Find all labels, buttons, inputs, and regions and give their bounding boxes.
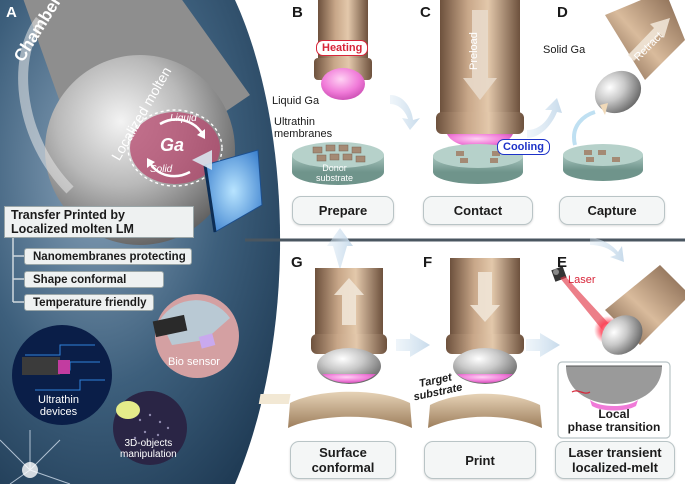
- caption-capture: Capture: [559, 196, 665, 225]
- objects-line2: manipulation: [120, 449, 177, 460]
- transfer-title-box: Transfer Printed by Localized molten LM: [4, 206, 194, 238]
- solid-ga-label: Solid Ga: [543, 44, 586, 56]
- solid-label: Solid: [150, 164, 173, 175]
- panel-letter-g: G: [291, 254, 303, 271]
- objects-line1: 3D-objects: [124, 438, 173, 449]
- local-line2: phase transition: [567, 420, 661, 434]
- liquid-arrow: [159, 118, 205, 136]
- panel-letter-f: F: [423, 254, 433, 271]
- panel-f-tip: [446, 258, 524, 384]
- local-line1: Local: [598, 407, 630, 421]
- surface-caption-line2: conformal: [311, 460, 375, 475]
- caption-contact: Contact: [423, 196, 533, 225]
- local-phase-transition-inset: [557, 361, 671, 439]
- bio-sensor-label: Bio sensor: [168, 356, 220, 368]
- donor-line2: substrate: [316, 173, 354, 183]
- ultrathin-membranes-label: Ultrathin membranes: [274, 116, 332, 140]
- heating-badge: Heating: [316, 40, 369, 56]
- solid-arrow: [148, 162, 191, 178]
- ultrathin-devices-circle: [12, 325, 112, 425]
- liquid-ga-label: Liquid Ga: [272, 95, 320, 107]
- donor-line1: Donor: [322, 163, 347, 173]
- ga-label: Ga: [160, 135, 185, 155]
- panel-b-substrate: [292, 142, 384, 185]
- preload-arrow: [463, 10, 497, 100]
- ultrathin-devices-label: Ultrathin devices: [38, 394, 79, 418]
- liquid-label: Liquid: [170, 113, 197, 124]
- panel-letter-a: A: [6, 4, 17, 21]
- membranes-line1: Ultrathin: [274, 116, 315, 128]
- panel-letter-d: D: [557, 4, 568, 21]
- panel-letter-b: B: [292, 4, 303, 21]
- panel-d-substrate: [563, 144, 643, 181]
- flow-arrow-f-g: [396, 333, 430, 357]
- laser-label: Laser: [568, 274, 596, 286]
- membranes-line2: membranes: [274, 128, 333, 140]
- laser-caption-line1: Laser transient: [568, 445, 662, 460]
- laser-caption-line2: localized-melt: [572, 460, 658, 475]
- panel-c-tip: [436, 0, 524, 148]
- laser-beam: [560, 276, 612, 332]
- caption-laser-transient: Laser transient localized-melt: [555, 441, 675, 479]
- panel-c-substrate: [433, 144, 523, 184]
- capture-swirl-arrow: [572, 110, 596, 146]
- transfer-title-line2: Localized molten LM: [11, 222, 134, 236]
- ultrathin-line1: Ultrathin: [38, 394, 79, 406]
- local-phase-transition-label: Local phase transition: [562, 408, 666, 434]
- cooling-badge: Cooling: [497, 139, 550, 155]
- flow-arrow-d-e: [590, 238, 624, 262]
- panel-e-tip: [601, 265, 685, 355]
- panel-letter-c: C: [420, 4, 431, 21]
- light-burst: [0, 430, 71, 484]
- flow-arrow-g-b: [327, 228, 353, 270]
- caption-print: Print: [424, 441, 536, 479]
- f-press-arrow: [470, 272, 500, 322]
- objects-manipulation-label: 3D-objects manipulation: [120, 438, 177, 460]
- retract-arrow: [628, 18, 670, 61]
- g-retract-arrow: [334, 278, 364, 325]
- surface-caption-line1: Surface: [319, 445, 367, 460]
- ultrathin-line2: devices: [39, 406, 78, 418]
- feature-nanomembranes: Nanomembranes protecting: [24, 248, 192, 265]
- caption-surface-conformal: Surface conformal: [290, 441, 396, 479]
- donor-substrate-label: Donor substrate: [316, 163, 353, 183]
- caption-prepare: Prepare: [292, 196, 394, 225]
- feature-shape-conformal: Shape conformal: [24, 271, 164, 288]
- transfer-title-line1: Transfer Printed by: [11, 208, 125, 222]
- panel-f-substrate: [428, 393, 542, 428]
- panel-d-tip: [594, 0, 685, 115]
- panel-g-tip: [311, 268, 387, 384]
- panel-letter-e: E: [557, 254, 568, 271]
- feature-temperature-friendly: Temperature friendly: [24, 294, 154, 311]
- panel-g-substrate: [288, 391, 412, 428]
- preload-label: Preload: [468, 32, 480, 70]
- flow-arrow-c-d: [527, 98, 562, 138]
- flow-arrow-b-c: [390, 95, 420, 130]
- flow-arrow-e-f: [526, 333, 560, 357]
